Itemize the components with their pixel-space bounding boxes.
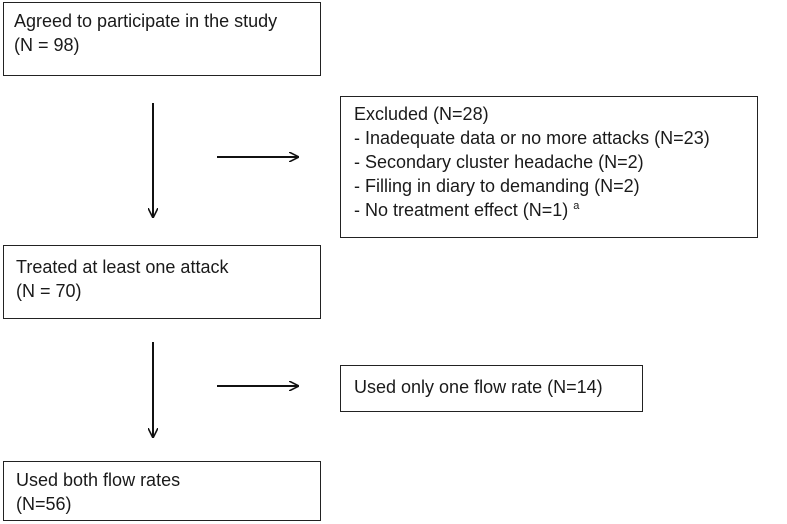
excluded-item: - Inadequate data or no more attacks (N=… — [354, 128, 710, 148]
one-rate-label: Used only one flow rate (N=14) — [354, 377, 603, 397]
agreed-label: Agreed to participate in the study — [14, 11, 278, 31]
both-rates-count: (N=56) — [16, 494, 72, 514]
treated-count: (N = 70) — [16, 281, 82, 301]
excluded-item: - Secondary cluster headache (N=2) — [354, 152, 644, 172]
agreed-box: Agreed to participate in the study (N = … — [3, 2, 321, 76]
one-rate-box: Used only one flow rate (N=14) — [340, 365, 643, 412]
excluded-box: Excluded (N=28) - Inadequate data or no … — [340, 96, 758, 238]
footnote-marker: a — [573, 200, 580, 212]
treated-label: Treated at least one attack — [16, 257, 229, 277]
excluded-item: - No treatment effect (N=1) — [354, 200, 569, 220]
treated-box: Treated at least one attack (N = 70) — [3, 245, 321, 319]
both-rates-label: Used both flow rates — [16, 470, 181, 490]
excluded-title: Excluded (N=28) — [354, 104, 489, 124]
excluded-item: - Filling in diary to demanding (N=2) — [354, 176, 640, 196]
agreed-count: (N = 98) — [14, 35, 80, 55]
both-rates-box: Used both flow rates (N=56) — [3, 461, 321, 521]
